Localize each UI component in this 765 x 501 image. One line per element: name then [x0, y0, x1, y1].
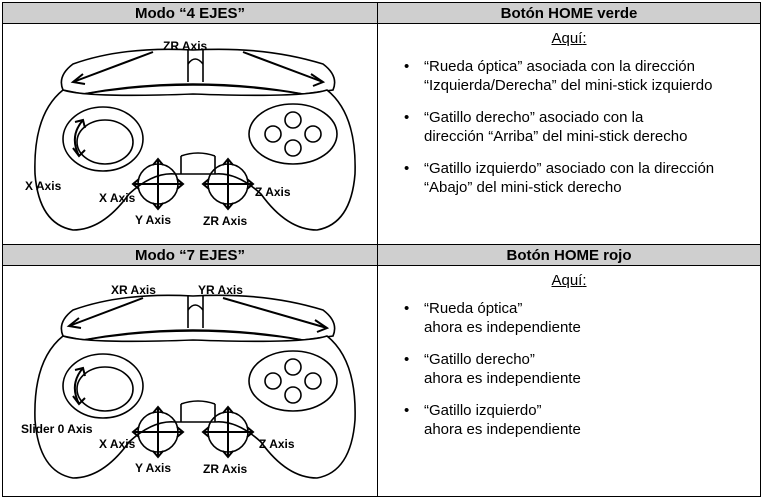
label-right-stick-h: Z Axis: [255, 185, 291, 199]
here-colon: :: [582, 30, 587, 47]
bullet-line: “Rueda óptica”: [424, 300, 523, 317]
here-label: Aquí: [551, 272, 583, 289]
label-left-stick-h: X Axis: [99, 437, 136, 451]
red-home-description: Aquí: • “Rueda óptica” ahora es independie…: [378, 266, 760, 496]
green-home-description: Aquí: • “Rueda óptica” asociada con la di…: [378, 24, 760, 244]
bullet-line: ahora es independiente: [424, 319, 581, 336]
bullet-line: “Izquierda/Derecha” del mini-stick izqui…: [424, 77, 713, 94]
bullet-line: dirección “Arriba” del mini-stick derech…: [424, 128, 688, 145]
gamepad-illustration: XR Axis YR Axis Slider 0 Axis X Axis Y A…: [21, 283, 356, 479]
bullet-line: “Gatillo izquierdo”: [424, 402, 542, 419]
gamepad-diagram-4-axes: ZR Axis X Axis X Axis Y Axis Z Axis ZR A…: [3, 24, 377, 244]
list-item: • “Gatillo izquierdo” ahora es independien…: [378, 401, 760, 439]
bullet-line: ahora es independiente: [424, 421, 581, 438]
label-wheel-axis: X Axis: [25, 179, 62, 193]
label-right-stick-v: ZR Axis: [203, 462, 248, 476]
list-item: • “Gatillo izquierdo” asociado con la dir…: [378, 159, 760, 197]
label-top-left-axis: ZR Axis: [163, 39, 208, 53]
section-divider: [3, 244, 760, 245]
bullet-line: “Abajo” del mini-stick derecho: [424, 179, 622, 196]
bullet-line: “Gatillo derecho”: [424, 351, 535, 368]
list-item: • “Gatillo derecho” asociado con la direcc…: [378, 108, 760, 146]
label-left-stick-v: Y Axis: [135, 461, 171, 475]
bullet-line: “Gatillo izquierdo” asociado con la dire…: [424, 160, 715, 177]
list-item: • “Rueda óptica” ahora es independiente: [378, 299, 760, 337]
label-left-stick-v: Y Axis: [135, 213, 171, 227]
here-label: Aquí: [551, 30, 583, 47]
bullet-dot: •: [404, 351, 410, 368]
bullet-dot: •: [404, 402, 410, 419]
mode-7-axes-header: Modo “7 EJES”: [3, 245, 377, 266]
bullet-dot: •: [404, 109, 410, 126]
label-wheel-axis: Slider 0 Axis: [21, 422, 93, 436]
gamepad-illustration: ZR Axis X Axis X Axis Y Axis Z Axis ZR A…: [25, 39, 356, 231]
here-title: Aquí:: [378, 30, 760, 47]
bullet-dot: •: [404, 300, 410, 317]
label-right-stick-h: Z Axis: [259, 437, 295, 451]
bullet-list: • “Rueda óptica” asociada con la direcció…: [378, 57, 760, 197]
list-item: • “Gatillo derecho” ahora es independiente: [378, 350, 760, 388]
list-item: • “Rueda óptica” asociada con la direcció…: [378, 57, 760, 95]
green-home-header: Botón HOME verde: [378, 3, 760, 24]
bullet-line: “Rueda óptica” asociada con la dirección: [424, 58, 695, 75]
label-right-stick-v: ZR Axis: [203, 214, 248, 228]
mode-4-axes-header: Modo “4 EJES”: [3, 3, 377, 24]
bullet-dot: •: [404, 160, 410, 177]
here-title: Aquí:: [378, 272, 760, 289]
label-top-left-axis: XR Axis: [111, 283, 156, 297]
bullet-dot: •: [404, 58, 410, 75]
bullet-line: ahora es independiente: [424, 370, 581, 387]
bullet-line: “Gatillo derecho” asociado con la: [424, 109, 644, 126]
gamepad-diagram-7-axes: XR Axis YR Axis Slider 0 Axis X Axis Y A…: [3, 266, 377, 496]
label-left-stick-h: X Axis: [99, 191, 136, 205]
red-home-header: Botón HOME rojo: [378, 245, 760, 266]
here-colon: :: [582, 272, 587, 289]
label-top-right-axis: YR Axis: [198, 283, 243, 297]
column-divider: [377, 3, 378, 496]
bullet-list: • “Rueda óptica” ahora es independiente • “…: [378, 299, 760, 439]
